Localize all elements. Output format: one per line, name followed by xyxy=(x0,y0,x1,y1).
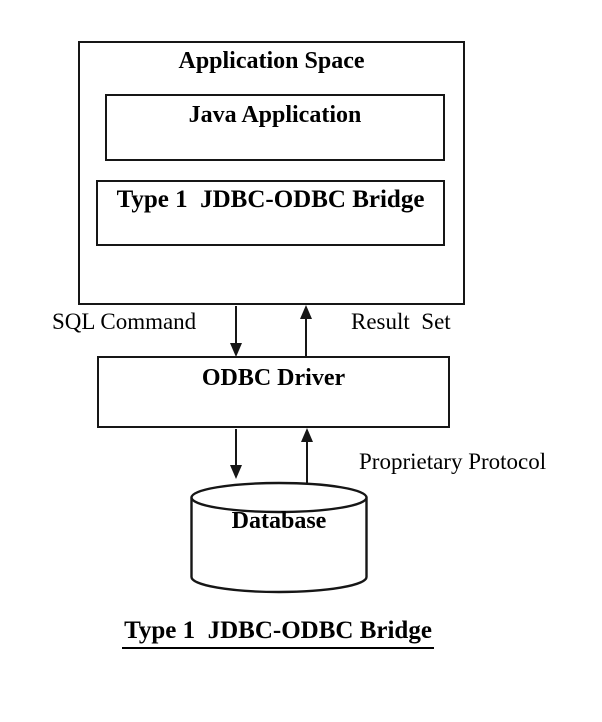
sql-command-label: SQL Command xyxy=(52,309,197,334)
proprietary-protocol-label: Proprietary Protocol xyxy=(359,449,547,474)
sql-command-arrow-shaft xyxy=(235,306,237,346)
diagram-caption: Type 1 JDBC-ODBC Bridge xyxy=(90,617,466,649)
result-set-label: Result Set xyxy=(351,309,451,334)
result-set-arrow-shaft xyxy=(305,317,307,356)
diagram-caption-text: Type 1 JDBC-ODBC Bridge xyxy=(122,617,434,649)
odbc-to-db-arrow-head-icon xyxy=(230,465,242,479)
result-set-arrow-head-icon xyxy=(300,305,312,319)
database-label: Database xyxy=(231,508,327,534)
application-space-box xyxy=(78,41,465,305)
java-application-box: Java Application xyxy=(105,94,445,161)
jdbc-odbc-bridge-box: Type 1 JDBC-ODBC Bridge xyxy=(96,180,445,246)
sql-command-arrow-head-icon xyxy=(230,343,242,357)
odbc-to-db-arrow-shaft xyxy=(235,429,237,467)
odbc-driver-box: ODBC Driver xyxy=(97,356,450,428)
db-to-odbc-arrow-head-icon xyxy=(301,428,313,442)
db-to-odbc-arrow-shaft xyxy=(306,440,308,487)
database-cylinder-icon xyxy=(190,481,368,594)
application-space-label: Application Space xyxy=(178,48,365,74)
